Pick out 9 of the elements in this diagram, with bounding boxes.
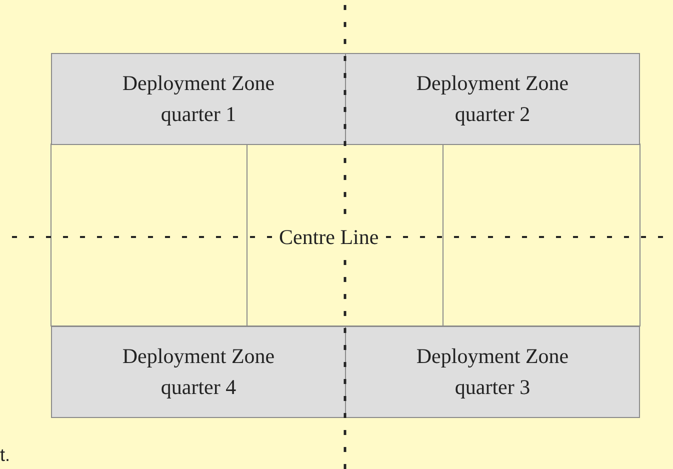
deployment-zone-box — [51, 326, 346, 418]
deployment-zone-box — [51, 53, 346, 145]
deployment-zone-box — [345, 53, 640, 145]
zone-label: Deployment Zone quarter 4 — [121, 343, 276, 401]
zone-label: Deployment Zone quarter 3 — [415, 343, 570, 401]
zone-label: Deployment Zone quarter 2 — [415, 70, 570, 128]
note-text: t. — [0, 444, 10, 467]
zone-label: Deployment Zone quarter 1 — [121, 70, 276, 128]
deployment-zone-box — [345, 326, 640, 418]
